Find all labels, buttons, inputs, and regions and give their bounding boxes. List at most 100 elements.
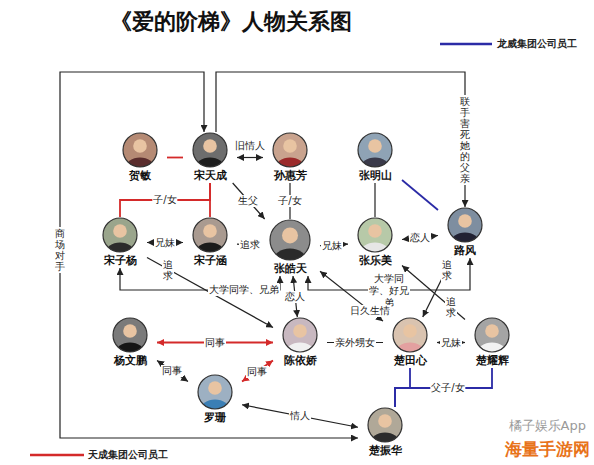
relation-label: 子/女	[277, 195, 302, 207]
portrait-photo	[192, 217, 228, 253]
relation-line	[374, 183, 375, 217]
photo-shoulders	[273, 249, 307, 261]
photo-frame	[113, 318, 147, 352]
person-node: 孙惠芳	[263, 132, 317, 183]
watermark: 海量手游网	[505, 440, 590, 459]
person-name: 张皓天	[260, 262, 320, 276]
relation-line	[242, 405, 358, 428]
person-name: 楚振华	[358, 444, 412, 458]
photo-head	[403, 324, 417, 338]
portrait-photo	[272, 132, 308, 168]
photo-frame	[393, 318, 427, 352]
person-name: 楚田心	[383, 354, 437, 368]
portrait-photo	[192, 132, 228, 168]
person-name: 宋子涵	[183, 254, 237, 268]
legend-text: 天成集团公司员工	[88, 449, 168, 461]
relation-label: 恋人	[409, 232, 431, 244]
person-node: 宋子涵	[183, 217, 237, 268]
photo-frame	[358, 218, 392, 252]
portrait-photo	[197, 374, 233, 410]
photo-head	[208, 381, 222, 395]
photo-frame	[270, 220, 310, 260]
person-node: 张明山	[348, 132, 402, 183]
photo-head	[133, 139, 147, 153]
legend-line	[30, 452, 84, 458]
person-node: 路风	[438, 207, 492, 258]
person-name: 杨文鹏	[103, 354, 157, 368]
relation-label: 同事	[204, 337, 226, 349]
legend-stroke	[30, 454, 84, 457]
relation-label: 大学同学、好兄弟	[368, 273, 410, 309]
relation-line	[395, 368, 492, 407]
photo-head	[458, 214, 472, 228]
relation-label: 旧情人	[234, 140, 266, 152]
legend-text: 龙威集团公司员工	[497, 38, 577, 50]
person-name: 路风	[438, 244, 492, 258]
relation-line	[60, 72, 358, 438]
portrait-photo	[112, 317, 148, 353]
person-name: 张明山	[348, 169, 402, 183]
relation-line	[167, 157, 183, 159]
relation-label: 联手害死她的父亲	[459, 95, 471, 185]
relation-label: 追求	[162, 258, 174, 282]
person-name: 陈依娇	[273, 354, 327, 368]
portrait-photo	[122, 132, 158, 168]
portrait-photo	[357, 217, 393, 253]
portrait-photo	[269, 219, 311, 261]
portrait-photo	[447, 207, 483, 243]
photo-frame	[368, 408, 402, 442]
relation-label: 子/女	[152, 194, 177, 206]
relation-line	[216, 72, 465, 207]
person-node: 贺敏	[113, 132, 167, 183]
person-node: 楚耀辉	[465, 317, 519, 368]
relation-line	[402, 180, 438, 210]
photo-frame	[273, 133, 307, 167]
photo-head	[485, 324, 499, 338]
photo-head	[113, 224, 127, 238]
person-name: 宋子杨	[93, 254, 147, 268]
relation-line	[209, 183, 211, 217]
portrait-photo	[392, 317, 428, 353]
photo-frame	[123, 133, 157, 167]
portrait-photo	[474, 317, 510, 353]
photo-frame	[198, 375, 232, 409]
person-node: 陈依娇	[273, 317, 327, 368]
relation-label: 商场对手	[54, 227, 66, 273]
person-name: 楚耀辉	[465, 354, 519, 368]
photo-head	[378, 414, 392, 428]
photo-frame	[475, 318, 509, 352]
photo-frame	[448, 208, 482, 242]
relation-label: 追求	[445, 295, 457, 319]
person-node: 宋子杨	[93, 217, 147, 268]
legend-stroke	[440, 43, 492, 46]
photo-head	[203, 139, 217, 153]
relation-label: 兄妹	[321, 240, 343, 252]
photo-head	[282, 227, 298, 243]
photo-head	[283, 139, 297, 153]
relation-label: 父子/女	[430, 382, 465, 394]
person-name: 贺敏	[113, 169, 167, 183]
relation-line	[157, 361, 188, 382]
portrait-photo	[357, 132, 393, 168]
person-name: 罗珊	[188, 411, 242, 425]
photo-head	[293, 324, 307, 338]
relation-line	[242, 361, 273, 382]
relation-label: 兄妹	[154, 237, 176, 249]
person-node: 楚振华	[358, 407, 412, 458]
photo-head	[368, 224, 382, 238]
person-node: 张皓天	[260, 219, 320, 276]
portrait-photo	[282, 317, 318, 353]
person-name: 宋天成	[183, 169, 237, 183]
person-node: 宋天成	[183, 132, 237, 183]
person-node: 罗珊	[188, 374, 242, 425]
relation-label: 情人	[289, 410, 311, 422]
relation-line	[120, 183, 210, 217]
relation-label: 大学同学、兄弟	[208, 284, 280, 296]
photo-head	[368, 139, 382, 153]
relation-label: 追求	[239, 239, 261, 251]
photo-frame	[283, 318, 317, 352]
person-name: 孙惠芳	[263, 169, 317, 183]
person-node: 楚田心	[383, 317, 437, 368]
diagram-title: 《爱的阶梯》人物关系图	[110, 8, 352, 36]
